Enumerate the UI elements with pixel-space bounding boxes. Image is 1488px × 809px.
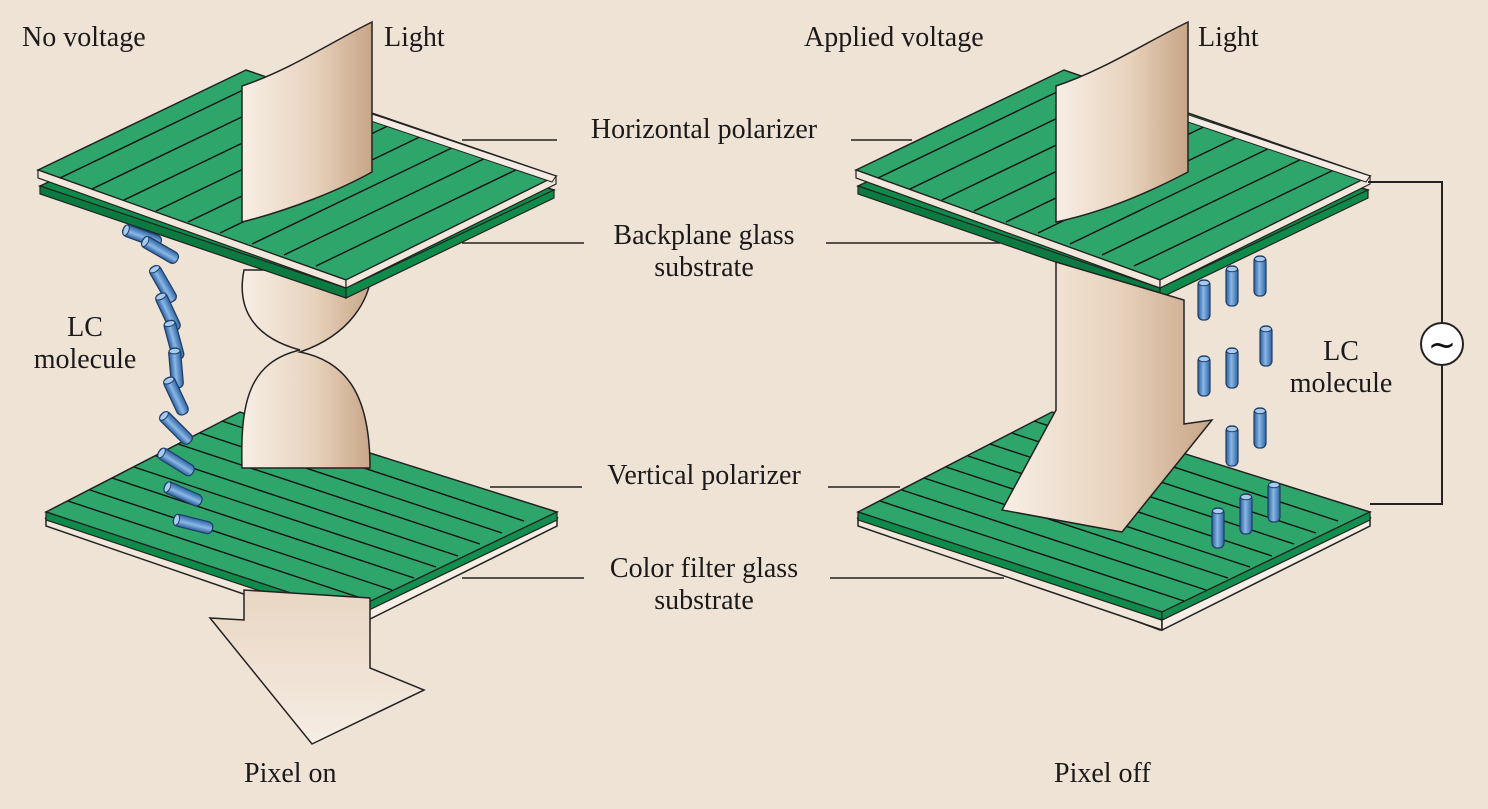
backplane-label-line2: substrate <box>654 252 754 283</box>
right-panel: ~ <box>854 20 1464 632</box>
right-lc-label-line1: LC <box>1323 336 1359 367</box>
color-filter-label-line1: Color filter glass <box>609 553 799 584</box>
left-twisted-light-beam <box>241 269 373 469</box>
leader-lines <box>462 139 1004 579</box>
left-output-light-beam <box>208 589 426 745</box>
horizontal-polarizer-label: Horizontal polarizer <box>590 114 818 145</box>
lc-molecule <box>1225 347 1239 389</box>
right-state-label: Applied voltage <box>804 22 984 53</box>
lc-molecule <box>1225 265 1239 307</box>
lc-molecule <box>161 374 191 418</box>
right-lc-molecule-label: LC molecule <box>1276 336 1406 400</box>
left-lc-molecule-label: LC molecule <box>20 312 150 376</box>
backplane-glass-label: Backplane glass substrate <box>554 220 854 284</box>
lc-molecule <box>1211 507 1225 549</box>
vertical-polarizer-label: Vertical polarizer <box>607 460 801 491</box>
left-state-label: No voltage <box>22 22 146 53</box>
left-lc-label-line2: molecule <box>33 344 137 375</box>
left-lc-label-line1: LC <box>67 312 103 343</box>
lc-molecule <box>157 409 195 447</box>
lc-molecule <box>1197 279 1211 321</box>
lc-molecule <box>1239 493 1253 535</box>
backplane-label-line1: Backplane glass <box>613 220 795 251</box>
left-light-label: Light <box>384 22 445 53</box>
right-blocked-light-beam <box>1000 20 1214 533</box>
lc-molecule <box>1253 255 1267 297</box>
ac-source-symbol: ~ <box>1428 325 1457 365</box>
right-lc-label-line2: molecule <box>1289 368 1393 399</box>
left-result-label: Pixel on <box>244 758 337 789</box>
lc-molecule <box>1259 325 1273 367</box>
lc-molecule <box>1253 407 1267 449</box>
color-filter-glass-label: Color filter glass substrate <box>554 553 854 617</box>
right-light-label: Light <box>1198 22 1259 53</box>
lc-molecule <box>1225 425 1239 467</box>
lc-molecule <box>1197 355 1211 397</box>
left-input-light-beam <box>241 20 373 223</box>
lc-molecule <box>1267 481 1281 523</box>
ac-source-icon: ~ <box>1420 322 1464 366</box>
color-filter-label-line2: substrate <box>654 585 754 616</box>
right-result-label: Pixel off <box>1054 758 1151 789</box>
left-panel <box>36 20 560 745</box>
ac-circuit-wire <box>1368 181 1443 505</box>
